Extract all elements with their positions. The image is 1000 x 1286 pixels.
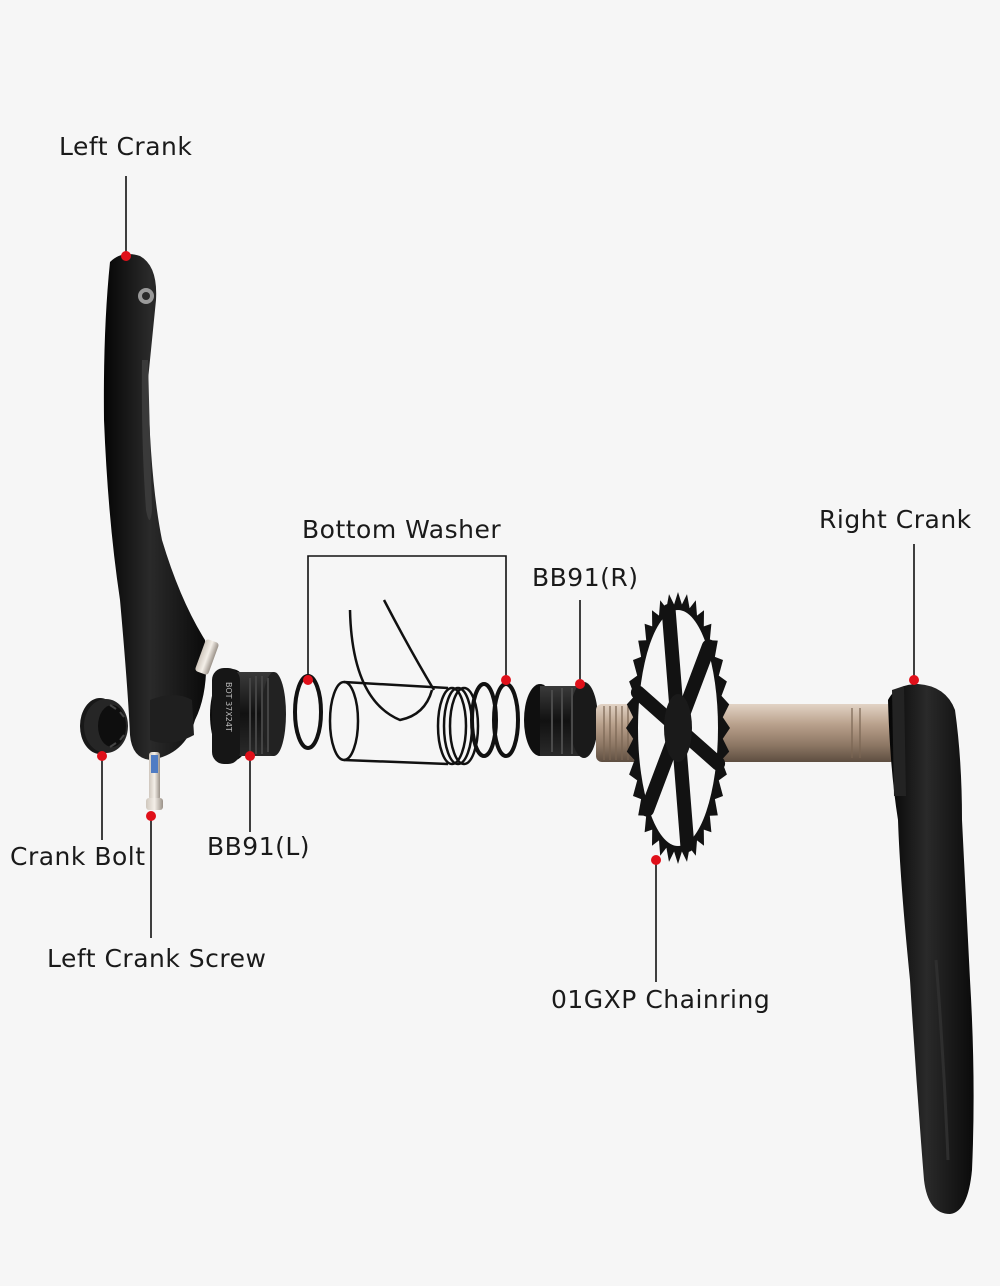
crank-pinch-bolt-part [195, 639, 219, 675]
crank-bolt-part [80, 698, 128, 754]
leader-lines [101, 176, 915, 982]
markers [97, 251, 919, 865]
label-bb91-l: BB91(L) [207, 832, 311, 861]
label-crank-bolt: Crank Bolt [10, 842, 146, 871]
left-crank-part [103, 254, 207, 760]
marker-left-crank [121, 251, 131, 261]
marker-washer-left [303, 675, 313, 685]
leader-bottom-washer [307, 555, 507, 680]
label-left-crank-screw: Left Crank Screw [47, 944, 267, 973]
marker-bb91-l [245, 751, 255, 761]
marker-bb91-r [575, 679, 585, 689]
label-chainring: 01GXP Chainring [551, 985, 771, 1014]
chainring-hub [664, 694, 692, 762]
chainring-part [626, 592, 730, 864]
right-crank-part [888, 684, 974, 1214]
cup-marking: BOT 37X24T [224, 682, 233, 732]
bottom-washer-left-part [293, 674, 323, 750]
marker-right-crank [909, 675, 919, 685]
left-crank-screw-part [146, 752, 163, 810]
label-bottom-washer: Bottom Washer [302, 515, 502, 544]
label-left-crank: Left Crank [59, 132, 193, 161]
marker-washer-right [501, 675, 511, 685]
marker-left-crank-screw [146, 811, 156, 821]
marker-chainring [651, 855, 661, 865]
bb91-left-cup-part: BOT 37X24T [210, 668, 286, 764]
bb91-right-cup-part [524, 682, 598, 758]
marker-crank-bolt [97, 751, 107, 761]
bb-shell-outline [328, 599, 480, 766]
label-bb91-r: BB91(R) [532, 563, 639, 592]
label-right-crank: Right Crank [819, 505, 972, 534]
